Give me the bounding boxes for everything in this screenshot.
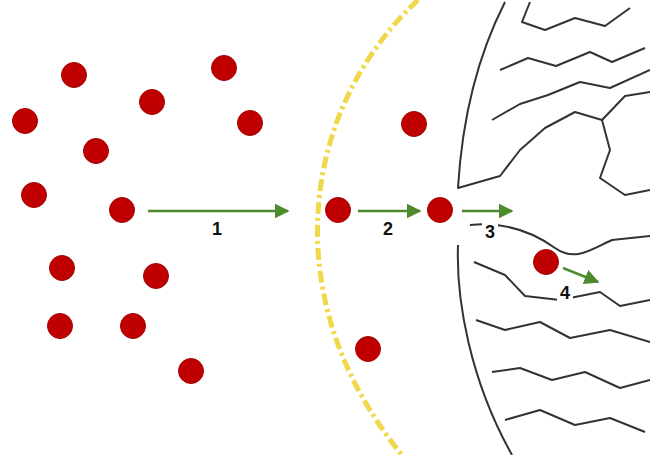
- porous-particle: [458, 2, 650, 455]
- callout-number: 2: [380, 219, 396, 239]
- callout-number: 3: [482, 222, 498, 242]
- step-arrows: [148, 211, 598, 282]
- molecules: [13, 56, 559, 384]
- callout-number: 4: [557, 283, 573, 303]
- film-boundary: [317, 0, 418, 455]
- callout-number: 1: [209, 219, 225, 239]
